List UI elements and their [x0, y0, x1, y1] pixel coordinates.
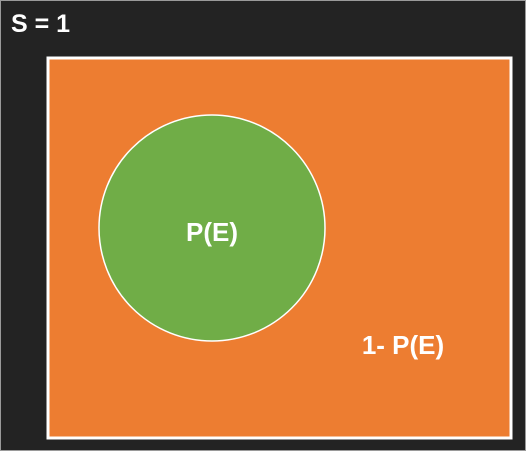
complement-label: 1- P(E)	[362, 330, 444, 360]
event-circle	[98, 114, 326, 342]
sample-space-label: S = 1	[11, 10, 71, 38]
event-label: P(E)	[186, 217, 238, 247]
